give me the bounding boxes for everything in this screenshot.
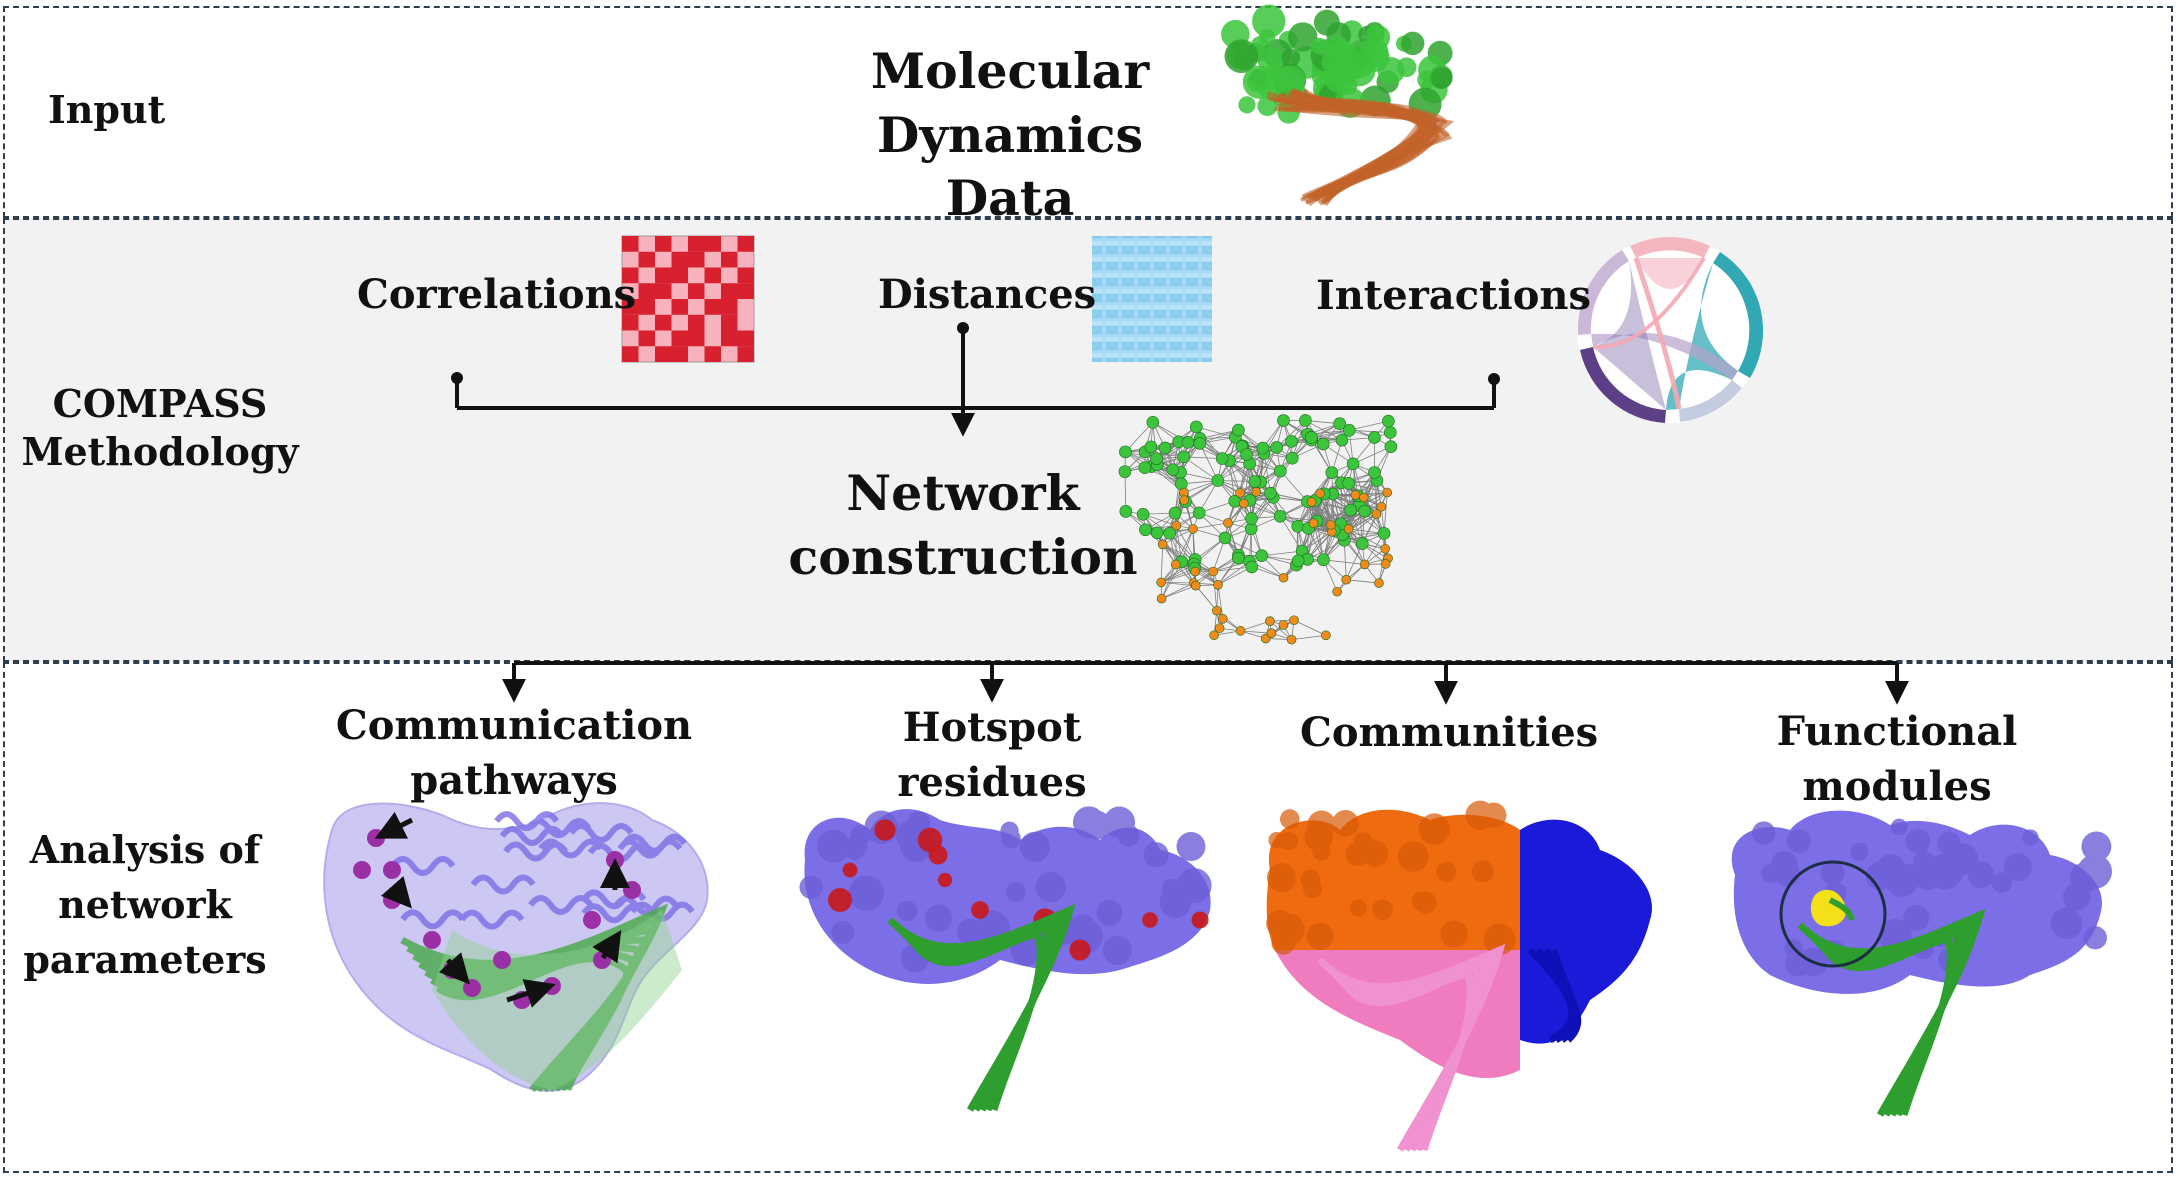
methodology-section-line1: COMPASS <box>52 381 268 426</box>
hotspot-line1: Hotspot <box>902 704 1082 751</box>
distance-matrix-icon <box>1092 236 1212 362</box>
analysis-connectors <box>502 661 1909 705</box>
analysis-section-line3: parameters <box>23 937 267 983</box>
md-data-title-line2: Dynamics Data <box>876 105 1144 228</box>
hotspot-line2: residues <box>897 759 1087 807</box>
input-panel <box>3 6 2173 218</box>
hotspot-protein-image <box>799 806 1212 1112</box>
network-construction-label: Network construction <box>788 462 1138 589</box>
correlations-dot <box>451 372 463 384</box>
md-data-title-line1: Molecular <box>870 42 1150 100</box>
hotspot-label: Hotspot residues <box>842 700 1142 810</box>
interactions-label: Interactions <box>1316 272 1592 319</box>
correlation-matrix-icon <box>621 235 755 363</box>
pathway-protein-image <box>323 802 709 1093</box>
analysis-section-line1: Analysis of <box>29 827 261 872</box>
pathways-line2: pathways <box>410 757 618 805</box>
interactions-chord-icon <box>1577 236 1764 423</box>
analysis-section-line2: network <box>58 882 232 928</box>
functional-module-circle <box>1779 860 1887 968</box>
modules-line1: Functional <box>1776 708 2018 755</box>
interactions-dot <box>1488 373 1500 385</box>
pathways-label: Communication pathways <box>334 698 694 808</box>
modules-line2: modules <box>1802 763 1992 811</box>
methodology-section-line2: Methodology <box>21 428 299 474</box>
communities-protein-image <box>1266 800 1652 1152</box>
methodology-connectors <box>455 328 1496 437</box>
modules-protein-image <box>1731 810 2113 1117</box>
methodology-section-label: COMPASS Methodology <box>20 380 300 475</box>
network-construction-line1: Network <box>846 464 1080 522</box>
pathways-line1: Communication <box>335 702 693 749</box>
md-data-title: Molecular Dynamics Data <box>810 40 1210 231</box>
input-section-label: Input <box>48 87 166 132</box>
analysis-section-label: Analysis of network parameters <box>10 822 280 987</box>
md-ensemble-image <box>1221 4 1455 207</box>
distances-dot <box>957 322 969 334</box>
distances-label: Distances <box>878 271 1097 318</box>
network-graph-image <box>1118 414 1398 645</box>
correlations-label: Correlations <box>357 271 637 318</box>
modules-label: Functional modules <box>1752 704 2042 814</box>
communities-label: Communities <box>1300 709 1599 756</box>
network-construction-line2: construction <box>788 527 1138 586</box>
methodology-panel <box>3 218 2173 662</box>
